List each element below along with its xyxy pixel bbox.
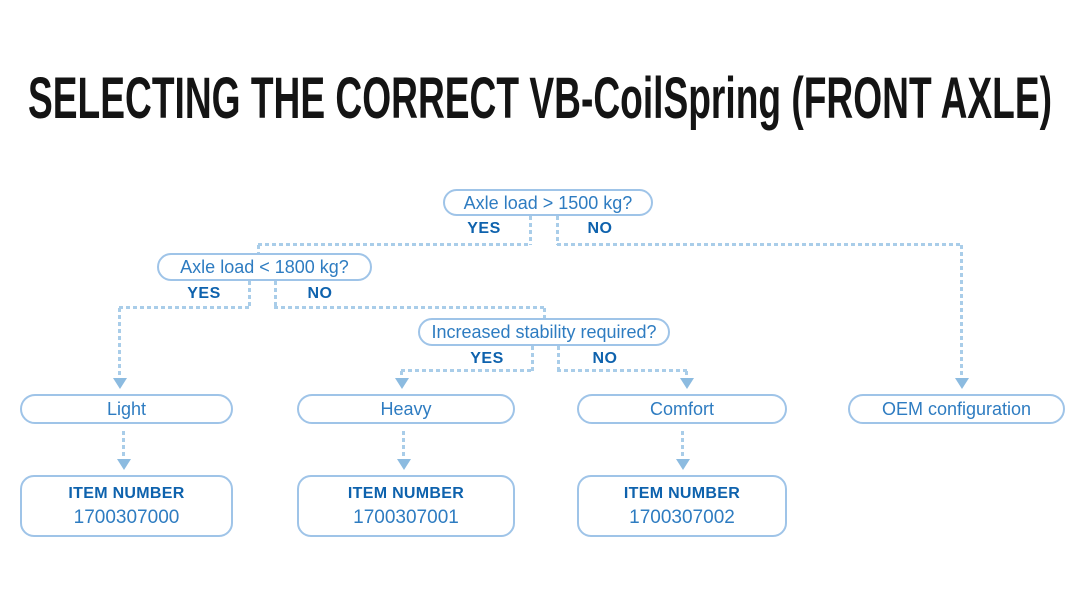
item-number-value: 1700307002 [629, 506, 735, 528]
decision-3-no-label: NO [592, 350, 618, 367]
connector-to-comfort [685, 371, 688, 377]
connector-d2-yes-horizontal [119, 306, 249, 309]
decision-increased-stability: Increased stability required? [418, 318, 670, 346]
decision-1-no-label: NO [587, 220, 613, 237]
outcome-label: Heavy [380, 399, 432, 419]
connector-d1-no-stub [556, 216, 559, 245]
outcome-label: OEM configuration [881, 399, 1032, 419]
outcome-heavy: Heavy [297, 394, 515, 424]
item-number-box-comfort: ITEM NUMBER 1700307002 [577, 475, 787, 537]
decision-question: Axle load > 1500 kg? [463, 192, 633, 213]
arrow-to-heavy-icon [395, 378, 409, 389]
item-number-heading: ITEM NUMBER [347, 484, 465, 502]
connector-d3-yes-horizontal [401, 369, 531, 372]
connector-d2-no-stub [274, 281, 277, 308]
item-number-box-light: ITEM NUMBER 1700307000 [20, 475, 233, 537]
connector-d3-no-stub [557, 346, 560, 371]
decision-question: Axle load < 1800 kg? [180, 257, 349, 277]
connector-d3-yes-stub [531, 346, 534, 371]
item-number-value: 1700307001 [353, 506, 459, 528]
arrow-comfort-item-icon [676, 459, 690, 470]
connector-d1-no-horizontal [557, 243, 962, 246]
outcome-label: Comfort [649, 399, 714, 419]
item-number-box-heavy: ITEM NUMBER 1700307001 [297, 475, 515, 537]
decision-1-yes-label: YES [467, 220, 501, 237]
arrow-heavy-item-icon [397, 459, 411, 470]
connector-comfort-to-item [681, 431, 684, 458]
arrow-light-item-icon [117, 459, 131, 470]
connector-heavy-to-item [402, 431, 405, 458]
outcome-label: Light [106, 399, 147, 419]
connector-d1-yes-horizontal [258, 243, 530, 246]
arrow-to-oem-icon [955, 378, 969, 389]
outcome-light: Light [20, 394, 233, 424]
item-number-heading: ITEM NUMBER [68, 484, 185, 502]
decision-axle-load-1500: Axle load > 1500 kg? [443, 189, 653, 216]
connector-to-light [118, 308, 121, 377]
connector-to-heavy [400, 371, 403, 377]
decision-2-yes-label: YES [187, 285, 221, 302]
page-title-svg: SELECTING THE CORRECT VB-CoilSpring (FRO… [28, 66, 1052, 131]
connector-d2-no-horizontal [274, 306, 545, 309]
arrow-to-comfort-icon [680, 378, 694, 389]
connector-to-oem [960, 245, 963, 377]
page-title: SELECTING THE CORRECT VB-CoilSpring (FRO… [28, 66, 1052, 131]
connector-d3-no-horizontal [557, 369, 687, 372]
decision-question: Increased stability required? [431, 322, 657, 342]
decision-2-no-label: NO [307, 285, 333, 302]
decision-axle-load-1800: Axle load < 1800 kg? [157, 253, 372, 281]
arrow-to-light-icon [113, 378, 127, 389]
outcome-oem-configuration: OEM configuration [848, 394, 1065, 424]
item-number-heading: ITEM NUMBER [623, 484, 741, 502]
connector-d1-yes-stub [529, 216, 532, 245]
outcome-comfort: Comfort [577, 394, 787, 424]
connector-to-d2-tick [257, 245, 260, 253]
connector-d2-yes-stub [248, 281, 251, 308]
item-number-value: 1700307000 [73, 506, 180, 528]
connector-light-to-item [122, 431, 125, 458]
connector-to-d3-tick [543, 308, 546, 318]
decision-3-yes-label: YES [470, 350, 504, 367]
